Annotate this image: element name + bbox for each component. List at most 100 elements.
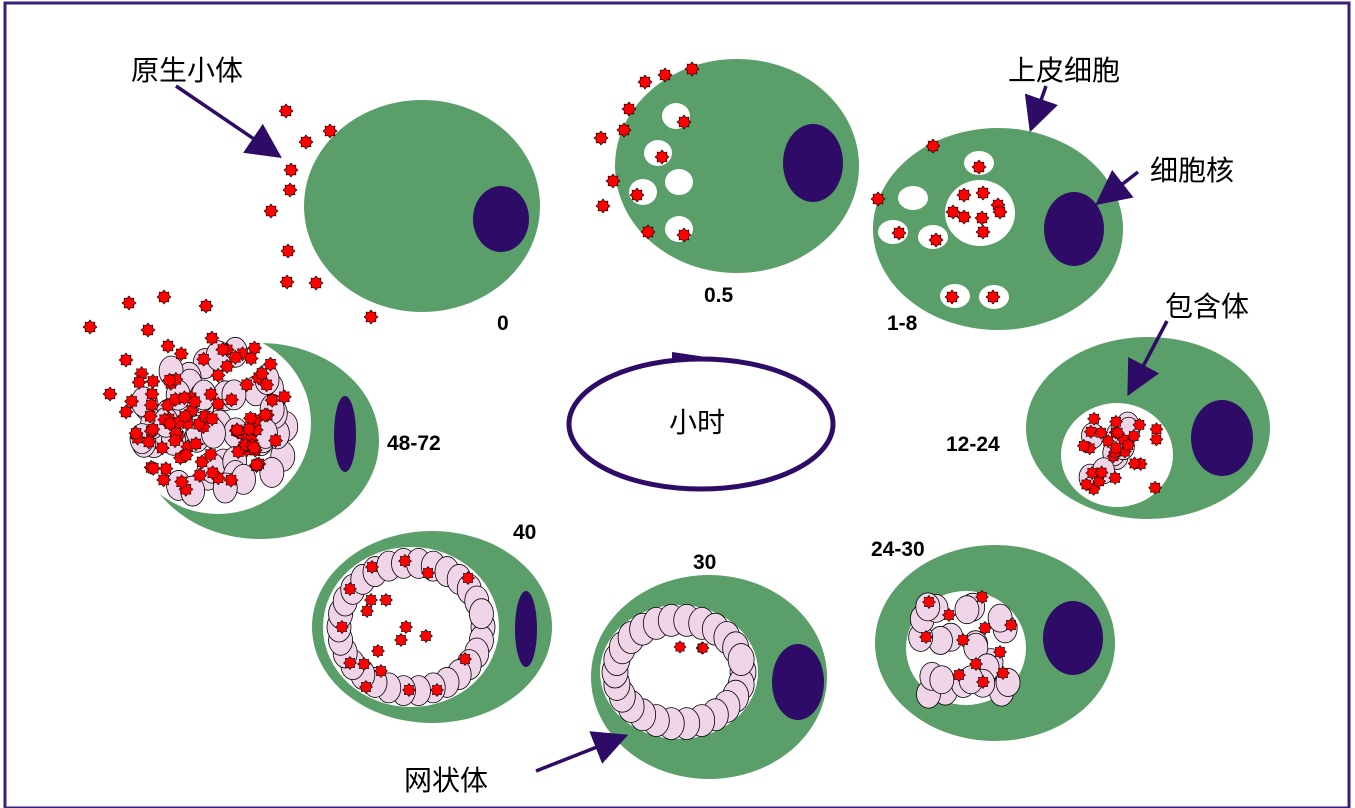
elementary-body-particle: [257, 407, 273, 423]
elementary-body-particle: [676, 114, 692, 130]
elementary-body-particle: [1094, 425, 1109, 440]
reticulate-body-label: 网状体: [404, 764, 488, 797]
elementary-body-particle: [640, 224, 656, 240]
elementary-body-particle: [657, 67, 673, 83]
elementary-body-particle: [203, 386, 219, 402]
elementary-body-particle: [322, 123, 338, 139]
reticulate-body: [954, 595, 980, 625]
elementary-body-particle: [178, 447, 194, 463]
elementary-body-particle: [278, 103, 294, 119]
elementary-body-particle: [421, 566, 435, 580]
cell-nucleus: [334, 396, 356, 472]
elementary-body-particle: [215, 342, 231, 358]
elementary-body-particle: [174, 474, 190, 490]
elementary-body-particle: [142, 408, 158, 424]
cycle-loop: [566, 356, 836, 492]
elementary-body-particle: [162, 372, 178, 388]
elementary-body-particle: [458, 652, 472, 666]
elementary-body-particle: [394, 633, 408, 647]
elementary-body-particle: [276, 389, 292, 405]
elementary-body-particle: [593, 130, 609, 146]
elementary-body-particle: [160, 338, 176, 354]
stage-time-label: 40: [513, 521, 536, 544]
elementary-body-particle: [993, 645, 1007, 659]
elementary-body-particle: [298, 134, 314, 150]
elementary-body-particle: [246, 440, 262, 455]
elementary-body-particle: [985, 289, 1001, 305]
elementary-body-particle: [158, 461, 174, 477]
inclusion-body-arrow: [1127, 320, 1169, 397]
elementary-body-particle: [371, 644, 385, 658]
elementary-body-particle: [975, 224, 991, 240]
elementary-body-particle: [177, 408, 193, 424]
elementary-body-particle: [243, 351, 259, 366]
elementary-body-particle: [978, 621, 992, 635]
elementary-body-particle: [196, 351, 212, 367]
elementary-body-particle: [263, 356, 278, 372]
cycle-indicator: 小时: [566, 352, 836, 492]
elementary-body-particle: [976, 675, 990, 689]
stage-time-label: 24-30: [871, 538, 925, 561]
elementary-body-particle: [210, 396, 226, 412]
elementary-body-particle: [263, 203, 279, 219]
small-vacuole: [898, 186, 928, 210]
elementary-body-particle: [128, 425, 144, 441]
elementary-body-particle: [227, 349, 243, 365]
nucleus-label: 细胞核: [1150, 154, 1234, 187]
reticulate-bodies: [601, 603, 757, 741]
elementary-body-particle: [975, 590, 989, 604]
elementary-body-particle: [1127, 456, 1142, 471]
cycle-arrow-icon: [672, 352, 706, 362]
elementary-body-particle: [124, 393, 140, 409]
elementary-body-particle: [398, 554, 412, 568]
elementary-body-particle: [210, 367, 226, 383]
elementary-body-particle: [365, 560, 379, 574]
elementary-body-particle: [363, 309, 379, 325]
elementary-body-particle: [621, 101, 637, 117]
elementary-body-particle: [673, 640, 687, 654]
small-vacuole: [665, 169, 693, 195]
elementary-body-particle: [364, 593, 378, 607]
diagram-frame: [3, 1, 1351, 808]
elementary-body-particle: [676, 227, 692, 243]
elementary-body-particle: [928, 232, 944, 248]
elementary-body-particle: [205, 465, 221, 481]
elementary-body-particle: [1109, 414, 1123, 429]
cell-nucleus: [1043, 601, 1103, 675]
elementary-body-particle: [82, 319, 98, 335]
elementary-body-particle: [173, 346, 189, 362]
elementary-body-particle: [605, 173, 621, 189]
cell-nucleus: [1191, 400, 1253, 476]
stage-time-label: 0: [497, 312, 509, 335]
elementary-body-particle: [969, 657, 983, 671]
elementary-body-particle: [176, 390, 192, 406]
elementary-body-particle: [188, 436, 204, 452]
elementary-body-particle: [243, 410, 258, 426]
elementary-bodies: [82, 61, 1164, 697]
elementary-body-particle: [992, 204, 1008, 220]
stage-time-label: 1-8: [887, 312, 918, 335]
reticulate-body: [259, 457, 285, 488]
cell-stage-0: [304, 100, 540, 312]
elementary-body-particle: [145, 421, 161, 437]
elementary-body-particle: [141, 434, 157, 450]
epithelial-cell: [304, 100, 540, 312]
elementary-body-particle: [1109, 440, 1124, 455]
cell-nucleus: [473, 186, 529, 252]
stage-time-label: 30: [693, 551, 716, 574]
elementary-body-particle: [167, 433, 183, 449]
elementary-body-particle: [629, 187, 645, 203]
elementary-body-particle: [696, 641, 710, 655]
elementary-body-particle: [259, 377, 275, 393]
elementary-body-particle: [654, 149, 670, 165]
elementary-body-particle: [145, 460, 161, 476]
elementary-body-particle: [224, 392, 239, 408]
elementary-body-particle: [154, 440, 170, 456]
inclusion-body-label: 包含体: [1165, 290, 1249, 323]
elementary-body-particle: [956, 633, 970, 647]
cell-nucleus: [772, 644, 824, 720]
cell-stage-30: [591, 575, 827, 779]
elementary-body-particle: [925, 138, 941, 154]
elementary-body-particle: [144, 386, 160, 402]
elementary-body-particle: [156, 289, 172, 305]
